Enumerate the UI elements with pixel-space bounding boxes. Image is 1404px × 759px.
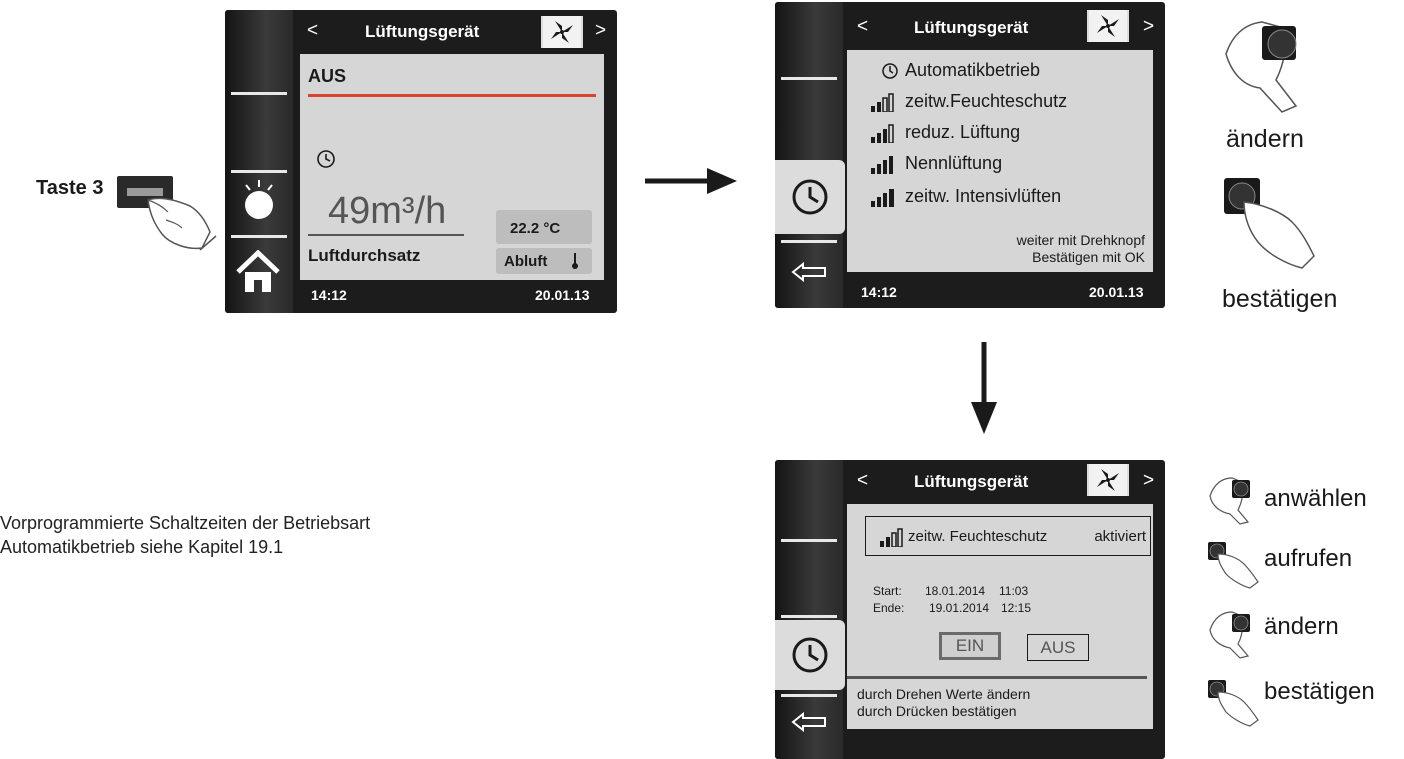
next-arrow-icon[interactable]: > <box>1143 470 1155 491</box>
fan-icon[interactable] <box>541 16 583 48</box>
hint-line-2: durch Drücken bestätigen <box>857 703 1017 719</box>
menu-item[interactable]: Nennlüftung <box>871 153 1002 175</box>
fan-icon[interactable] <box>1087 10 1129 42</box>
mode-status: AUS <box>308 66 347 86</box>
off-button[interactable]: AUS <box>1027 634 1089 661</box>
hint-line-1: weiter mit Drehknopf <box>1016 232 1145 248</box>
start-date[interactable]: 18.01.2014 <box>925 584 986 598</box>
prev-arrow-icon[interactable]: < <box>307 20 319 41</box>
active-mode-box: zeitw. Feuchteschutz aktiviert <box>865 516 1151 556</box>
bars-icon <box>871 156 893 175</box>
active-mode-label: zeitw. Feuchteschutz <box>908 528 1048 545</box>
on-button[interactable]: EIN <box>939 632 1001 660</box>
clock-tab[interactable] <box>775 160 845 234</box>
active-mode-status: aktiviert <box>1094 528 1146 545</box>
note-line-1: Vorprogrammierte Schaltzeiten der Betrie… <box>0 513 371 533</box>
select-label: anwählen <box>1264 485 1367 512</box>
change-label: ändern <box>1226 125 1304 153</box>
clock-time: 14:12 <box>861 284 897 300</box>
clock-icon <box>882 63 898 79</box>
prev-arrow-icon[interactable]: < <box>857 16 869 37</box>
clock-time: 14:12 <box>311 287 347 303</box>
open-label: aufrufen <box>1264 545 1353 572</box>
temperature-label-box: Abluft <box>496 248 592 274</box>
note-line-2: Automatikbetrieb siehe Kapitel 19.1 <box>0 537 284 557</box>
rotate-knob-hand-icon <box>1209 611 1250 659</box>
flow-arrow-right-icon <box>645 168 737 194</box>
prev-arrow-icon[interactable]: < <box>857 470 869 491</box>
menu-item[interactable]: zeitw.Feuchteschutz <box>871 91 1067 113</box>
home-icon[interactable] <box>235 250 281 294</box>
end-label: Ende: <box>873 601 905 615</box>
thermometer-icon <box>572 253 578 269</box>
confirm-label: bestätigen <box>1222 285 1338 313</box>
bars-icon <box>871 124 894 144</box>
clock-date: 20.01.13 <box>1089 284 1144 300</box>
menu-item[interactable]: reduz. Lüftung <box>871 122 1020 144</box>
hint-divider <box>847 676 1147 679</box>
pressing-hand-icon <box>147 197 217 251</box>
temperature-label: Abluft <box>504 253 548 270</box>
mode-underline <box>308 94 596 97</box>
temperature-box: 22.2 °C <box>496 210 592 244</box>
key-3-button[interactable] <box>117 176 173 208</box>
clock-tab[interactable] <box>775 620 845 690</box>
bars-icon <box>880 528 903 547</box>
hint-line-1: durch Drehen Werte ändern <box>857 686 1031 702</box>
end-time[interactable]: 12:15 <box>1001 601 1032 615</box>
confirm-label: bestätigen <box>1264 678 1375 705</box>
display-home: < Lüftungsgerät > AUS 49m³/h Luftdurchsa… <box>225 10 617 313</box>
next-arrow-icon[interactable]: > <box>595 20 607 41</box>
flow-value: 49m³/h <box>328 190 447 232</box>
menu-item[interactable]: Automatikbetrieb <box>881 60 1040 81</box>
rotate-knob-hand-icon <box>1209 477 1250 525</box>
start-time[interactable]: 11:03 <box>999 584 1029 598</box>
light-icon[interactable] <box>239 178 279 222</box>
change-label: ändern <box>1264 613 1339 640</box>
back-arrow-icon[interactable] <box>791 262 827 282</box>
rotate-knob-hand-icon <box>1225 21 1298 113</box>
screen-title: Lüftungsgerät <box>365 22 480 41</box>
bars-icon <box>871 93 894 113</box>
screen-title: Lüftungsgerät <box>914 18 1029 37</box>
press-knob-hand-icon <box>1208 680 1259 727</box>
screen-title: Lüftungsgerät <box>914 472 1029 491</box>
flow-label: Luftdurchsatz <box>308 246 421 265</box>
display-mode-settings: < Lüftungsgerät > zeitw. Feuchteschutz a… <box>775 460 1165 759</box>
flow-arrow-down-icon <box>971 342 997 434</box>
fan-icon[interactable] <box>1087 464 1129 496</box>
start-label: Start: <box>873 584 902 598</box>
clock-icon <box>317 150 335 168</box>
end-date[interactable]: 19.01.2014 <box>929 601 990 615</box>
hint-line-2: Bestätigen mit OK <box>1032 249 1145 265</box>
clock-date: 20.01.13 <box>535 287 590 303</box>
menu-item[interactable]: zeitw. Intensivlüften <box>871 186 1061 208</box>
bars-icon <box>871 189 894 208</box>
display-mode-menu: < Lüftungsgerät > Automatikbetrieb zeitw… <box>775 2 1165 308</box>
back-arrow-icon[interactable] <box>791 712 827 732</box>
temperature-value: 22.2 °C <box>510 220 561 237</box>
next-arrow-icon[interactable]: > <box>1143 16 1155 37</box>
key-caption: Taste 3 <box>36 177 104 199</box>
press-knob-hand-icon <box>1224 178 1315 269</box>
press-knob-hand-icon <box>1208 542 1259 589</box>
flow-divider <box>308 234 464 236</box>
